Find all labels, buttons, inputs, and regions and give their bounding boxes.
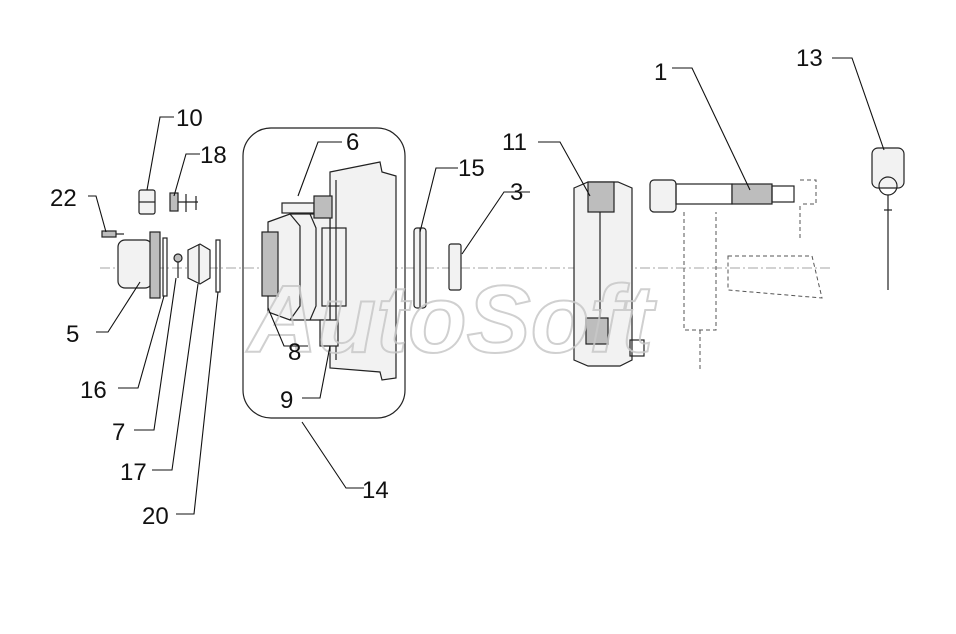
part-7-cotter-pin (173, 253, 183, 278)
callout-labels: 1 3 5 6 7 8 9 10 11 13 14 15 16 17 18 20… (50, 45, 823, 530)
callout-6: 6 (346, 129, 359, 156)
callout-14: 14 (362, 477, 389, 504)
callout-9: 9 (280, 387, 293, 414)
callout-22: 22 (50, 185, 77, 212)
part-hub-body (261, 161, 397, 381)
leader-lines (88, 57, 885, 515)
part-20-washer (215, 239, 221, 293)
part-18-washer-set (169, 192, 198, 212)
callout-18: 18 (200, 142, 227, 169)
watermark: AutoSoft (246, 266, 657, 373)
callout-1: 1 (654, 59, 667, 86)
part-10-nut (138, 189, 156, 215)
part-15-seal (413, 227, 427, 309)
part-3-spacer (448, 243, 462, 291)
part-1-axle-shaft (649, 179, 823, 370)
callout-3: 3 (510, 179, 523, 206)
part-16-gasket (162, 237, 168, 297)
callout-11: 11 (502, 129, 527, 156)
callout-5: 5 (66, 321, 79, 348)
part-9-stud (319, 319, 339, 347)
callout-10: 10 (176, 105, 203, 132)
part-6-wheel-stud (281, 195, 333, 219)
part-13-clip (871, 147, 905, 290)
callout-17: 17 (120, 459, 147, 486)
part-11-knuckle (573, 181, 645, 367)
callout-8: 8 (288, 339, 301, 366)
callout-16: 16 (80, 377, 107, 404)
part-5-hub-cap (117, 231, 161, 299)
callout-15: 15 (458, 155, 485, 182)
callout-7: 7 (112, 419, 125, 446)
part-17-nut (187, 243, 211, 285)
part-22-screw (101, 230, 124, 238)
hub-assembly-frame (242, 127, 406, 419)
callout-13: 13 (796, 45, 823, 72)
callout-20: 20 (142, 503, 169, 530)
